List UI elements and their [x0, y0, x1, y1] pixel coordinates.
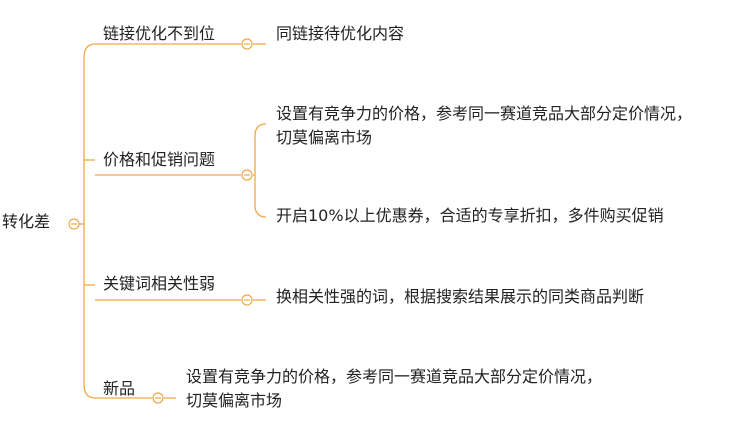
branch-price: 价格和促销问题 — [103, 150, 216, 169]
leaf-line: 设置有竞争力的价格，参考同一赛道竞品大部分定价情况， — [186, 367, 603, 386]
connector-price-children — [253, 123, 267, 218]
branch-keyword: 关键词相关性弱 — [103, 274, 216, 293]
leaf-price-pricing: 设置有竞争力的价格，参考同一赛道竞品大部分定价情况， 切莫偏离市场 — [276, 102, 692, 150]
leaf-link-opt: 同链接待优化内容 — [276, 22, 404, 46]
leaf-line: 同链接待优化内容 — [276, 24, 405, 43]
branch-new-product: 新品 — [103, 379, 136, 398]
connector-branch-spine — [83, 43, 96, 399]
branch-link-opt: 链接优化不到位 — [103, 24, 216, 43]
collapse-markers — [68, 38, 253, 404]
leaf-price-promo: 开启10%以上优惠券，合适的专享折扣，多件购买促销 — [276, 204, 664, 228]
leaf-keyword: 换相关性强的词，根据搜索结果展示的同类商品判断 — [276, 285, 644, 309]
leaf-line: 切莫偏离市场 — [186, 391, 283, 410]
leaf-line: 换相关性强的词，根据搜索结果展示的同类商品判断 — [276, 287, 645, 306]
leaf-line: 设置有竞争力的价格，参考同一赛道竞品大部分定价情况， — [276, 104, 693, 123]
leaf-line: 开启10%以上优惠券，合适的专享折扣，多件购买促销 — [276, 206, 664, 225]
root-node: 转化差 — [2, 212, 51, 231]
connector-lines — [70, 43, 267, 399]
leaf-new-product: 设置有竞争力的价格，参考同一赛道竞品大部分定价情况， 切莫偏离市场 — [186, 365, 602, 413]
leaf-line: 切莫偏离市场 — [276, 128, 373, 147]
